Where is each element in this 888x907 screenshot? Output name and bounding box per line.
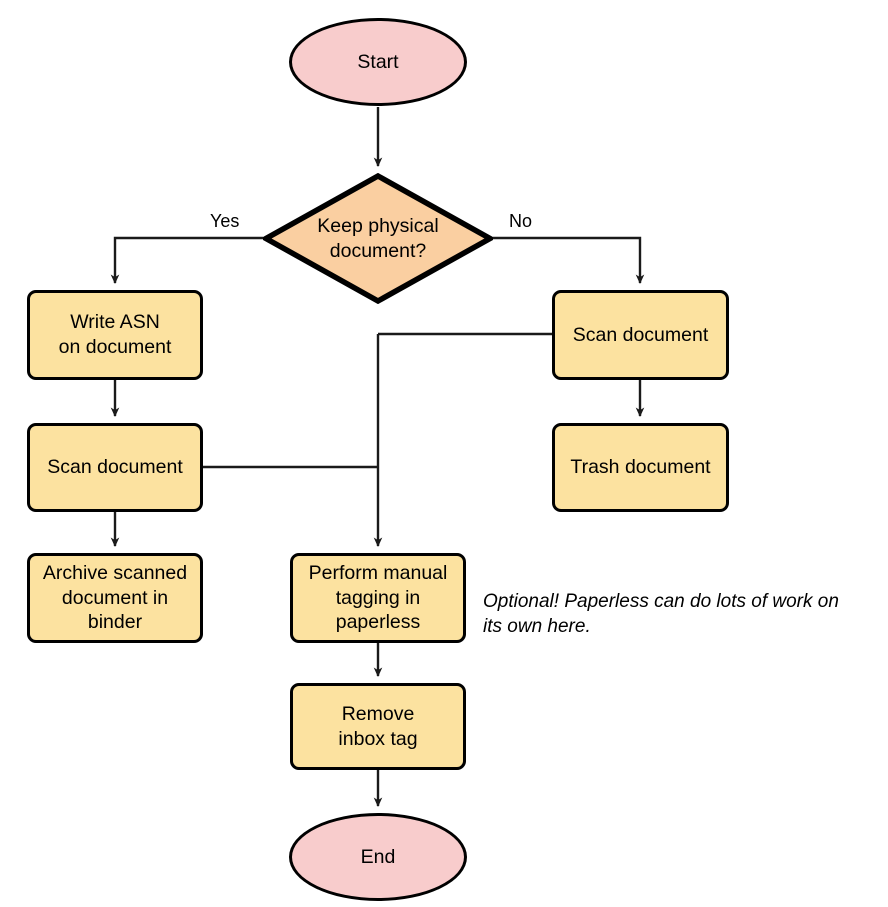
node-trash-document[interactable]: Trash document — [552, 423, 729, 512]
edge-label-yes: Yes — [210, 211, 240, 231]
edge-decision-yes-to-write-asn — [110, 236, 263, 284]
node-scan-document-right[interactable]: Scan document — [552, 290, 729, 380]
node-end[interactable]: End — [289, 813, 467, 901]
node-remove-inbox-tag[interactable]: Remove inbox tag — [290, 683, 466, 770]
node-scan-document-left[interactable]: Scan document — [27, 423, 203, 512]
node-decision-label: Keep physical document? — [317, 214, 439, 262]
node-write-asn-on-document[interactable]: Write ASN on document — [27, 290, 203, 380]
diamond-shape-icon — [263, 173, 493, 304]
node-perform-manual-tagging[interactable]: Perform manual tagging in paperless — [290, 553, 466, 643]
node-decision-keep-physical-document[interactable]: Keep physical document? — [263, 173, 493, 304]
node-start[interactable]: Start — [289, 18, 467, 106]
node-archive-scanned-document[interactable]: Archive scanned document in binder — [27, 553, 203, 643]
edge-label-no: No — [509, 211, 533, 231]
edge-decision-no-to-scan-right — [493, 236, 645, 284]
annotation-optional-note: Optional! Paperless can do lots of work … — [483, 591, 839, 638]
